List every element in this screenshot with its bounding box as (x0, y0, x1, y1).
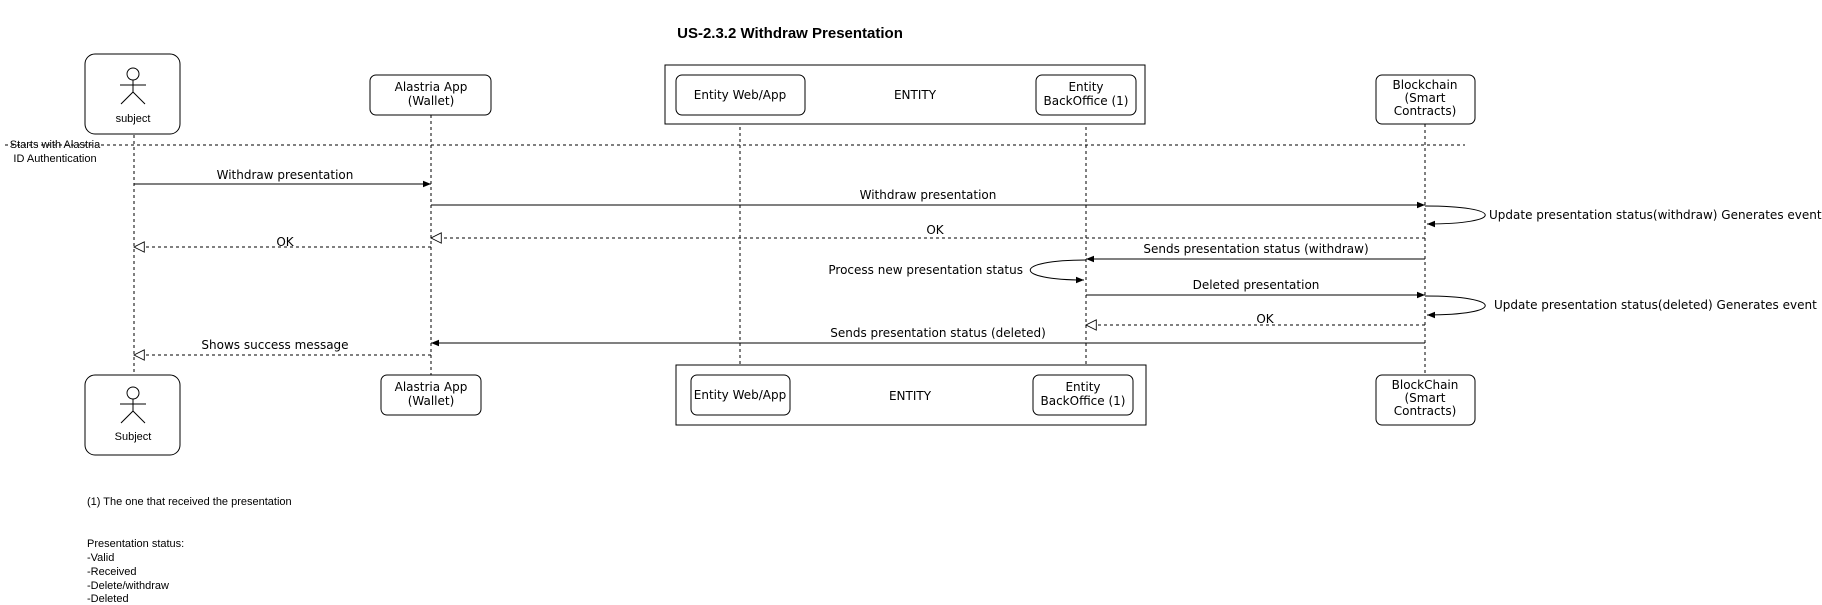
participant-entity-web-top[interactable]: Entity Web/App (675, 74, 806, 116)
participant-backoffice-bottom[interactable]: Entity BackOffice (1) (1032, 374, 1134, 416)
participant-label-line3: Contracts) (1394, 404, 1457, 418)
actor-label: Subject (115, 431, 152, 443)
participant-label: Entity Web/App (694, 88, 787, 102)
participant-label-line2: (Smart (1405, 91, 1446, 105)
entity-group-label: ENTITY (894, 88, 937, 102)
message-label-ok-3: OK (1256, 312, 1274, 326)
participant-wallet-bottom[interactable]: Alastria App (Wallet) (380, 374, 482, 416)
participant-label-line1: Entity (1065, 380, 1100, 394)
participant-label-line2: BackOffice (1) (1044, 94, 1129, 108)
participant-label-line1: Blockchain (1393, 78, 1458, 92)
footnote: (1) The one that received the presentati… (87, 496, 292, 508)
actor-subject-top[interactable]: subject (84, 53, 181, 135)
participant-blockchain-bottom[interactable]: BlockChain (Smart Contracts) (1375, 374, 1476, 426)
participant-label: Entity Web/App (694, 388, 787, 402)
status-item: -Valid (87, 552, 114, 564)
message-label-deleted: Deleted presentation (1193, 278, 1320, 292)
message-label-sends-withdraw: Sends presentation status (withdraw) (1143, 242, 1368, 256)
self-message-label-update-deleted: Update presentation status(deleted) Gene… (1494, 298, 1817, 312)
fragment-label-line1: Starts with Alastria (10, 139, 101, 151)
message-label-success: Shows success message (201, 338, 348, 352)
fragment-label-line2: ID Authentication (13, 153, 96, 165)
participant-label-line2: (Smart (1405, 391, 1446, 405)
message-label-withdraw-1: Withdraw presentation (217, 168, 354, 182)
status-item: -Received (87, 566, 137, 578)
self-message-label-update-withdraw: Update presentation status(withdraw) Gen… (1489, 208, 1822, 222)
status-title: Presentation status: (87, 538, 184, 550)
participant-label-line2: BackOffice (1) (1041, 394, 1126, 408)
participant-label-line2: (Wallet) (408, 394, 455, 408)
message-label-withdraw-2: Withdraw presentation (860, 188, 997, 202)
participant-label-line3: Contracts) (1394, 104, 1457, 118)
message-label-ok-2: OK (276, 235, 294, 249)
status-item: -Delete/withdraw (87, 580, 169, 592)
participant-label-line1: Alastria App (395, 80, 468, 94)
participant-blockchain-top[interactable]: Blockchain (Smart Contracts) (1375, 74, 1476, 125)
message-label-sends-deleted: Sends presentation status (deleted) (830, 326, 1046, 340)
stick-figure-icon (120, 386, 146, 424)
self-message-label-process-status: Process new presentation status (828, 263, 1023, 277)
participant-label-line1: BlockChain (1392, 378, 1459, 392)
entity-group-top[interactable]: ENTITY Entity Web/App Entity BackOffice … (664, 64, 1146, 125)
entity-group-label: ENTITY (889, 389, 932, 403)
status-item: -Deleted (87, 593, 129, 605)
stick-figure-icon (120, 67, 146, 105)
self-message-update-withdraw[interactable] (1424, 205, 1486, 228)
participant-backoffice-top[interactable]: Entity BackOffice (1) (1035, 74, 1137, 116)
participant-entity-web-bottom[interactable]: Entity Web/App (690, 374, 791, 416)
actor-subject-bottom[interactable]: Subject (84, 374, 181, 456)
self-message-process-status[interactable] (1030, 259, 1087, 284)
message-label-ok-1: OK (926, 223, 944, 237)
self-message-update-deleted[interactable] (1424, 295, 1486, 319)
participant-wallet-top[interactable]: Alastria App (Wallet) (369, 74, 492, 116)
actor-label: subject (116, 113, 151, 125)
diagram-title: US-2.3.2 Withdraw Presentation (677, 25, 903, 42)
entity-group-bottom[interactable]: ENTITY Entity Web/App Entity BackOffice … (675, 364, 1147, 426)
participant-label-line2: (Wallet) (408, 94, 455, 108)
participant-label-line1: Alastria App (395, 380, 468, 394)
participant-label-line1: Entity (1068, 80, 1103, 94)
